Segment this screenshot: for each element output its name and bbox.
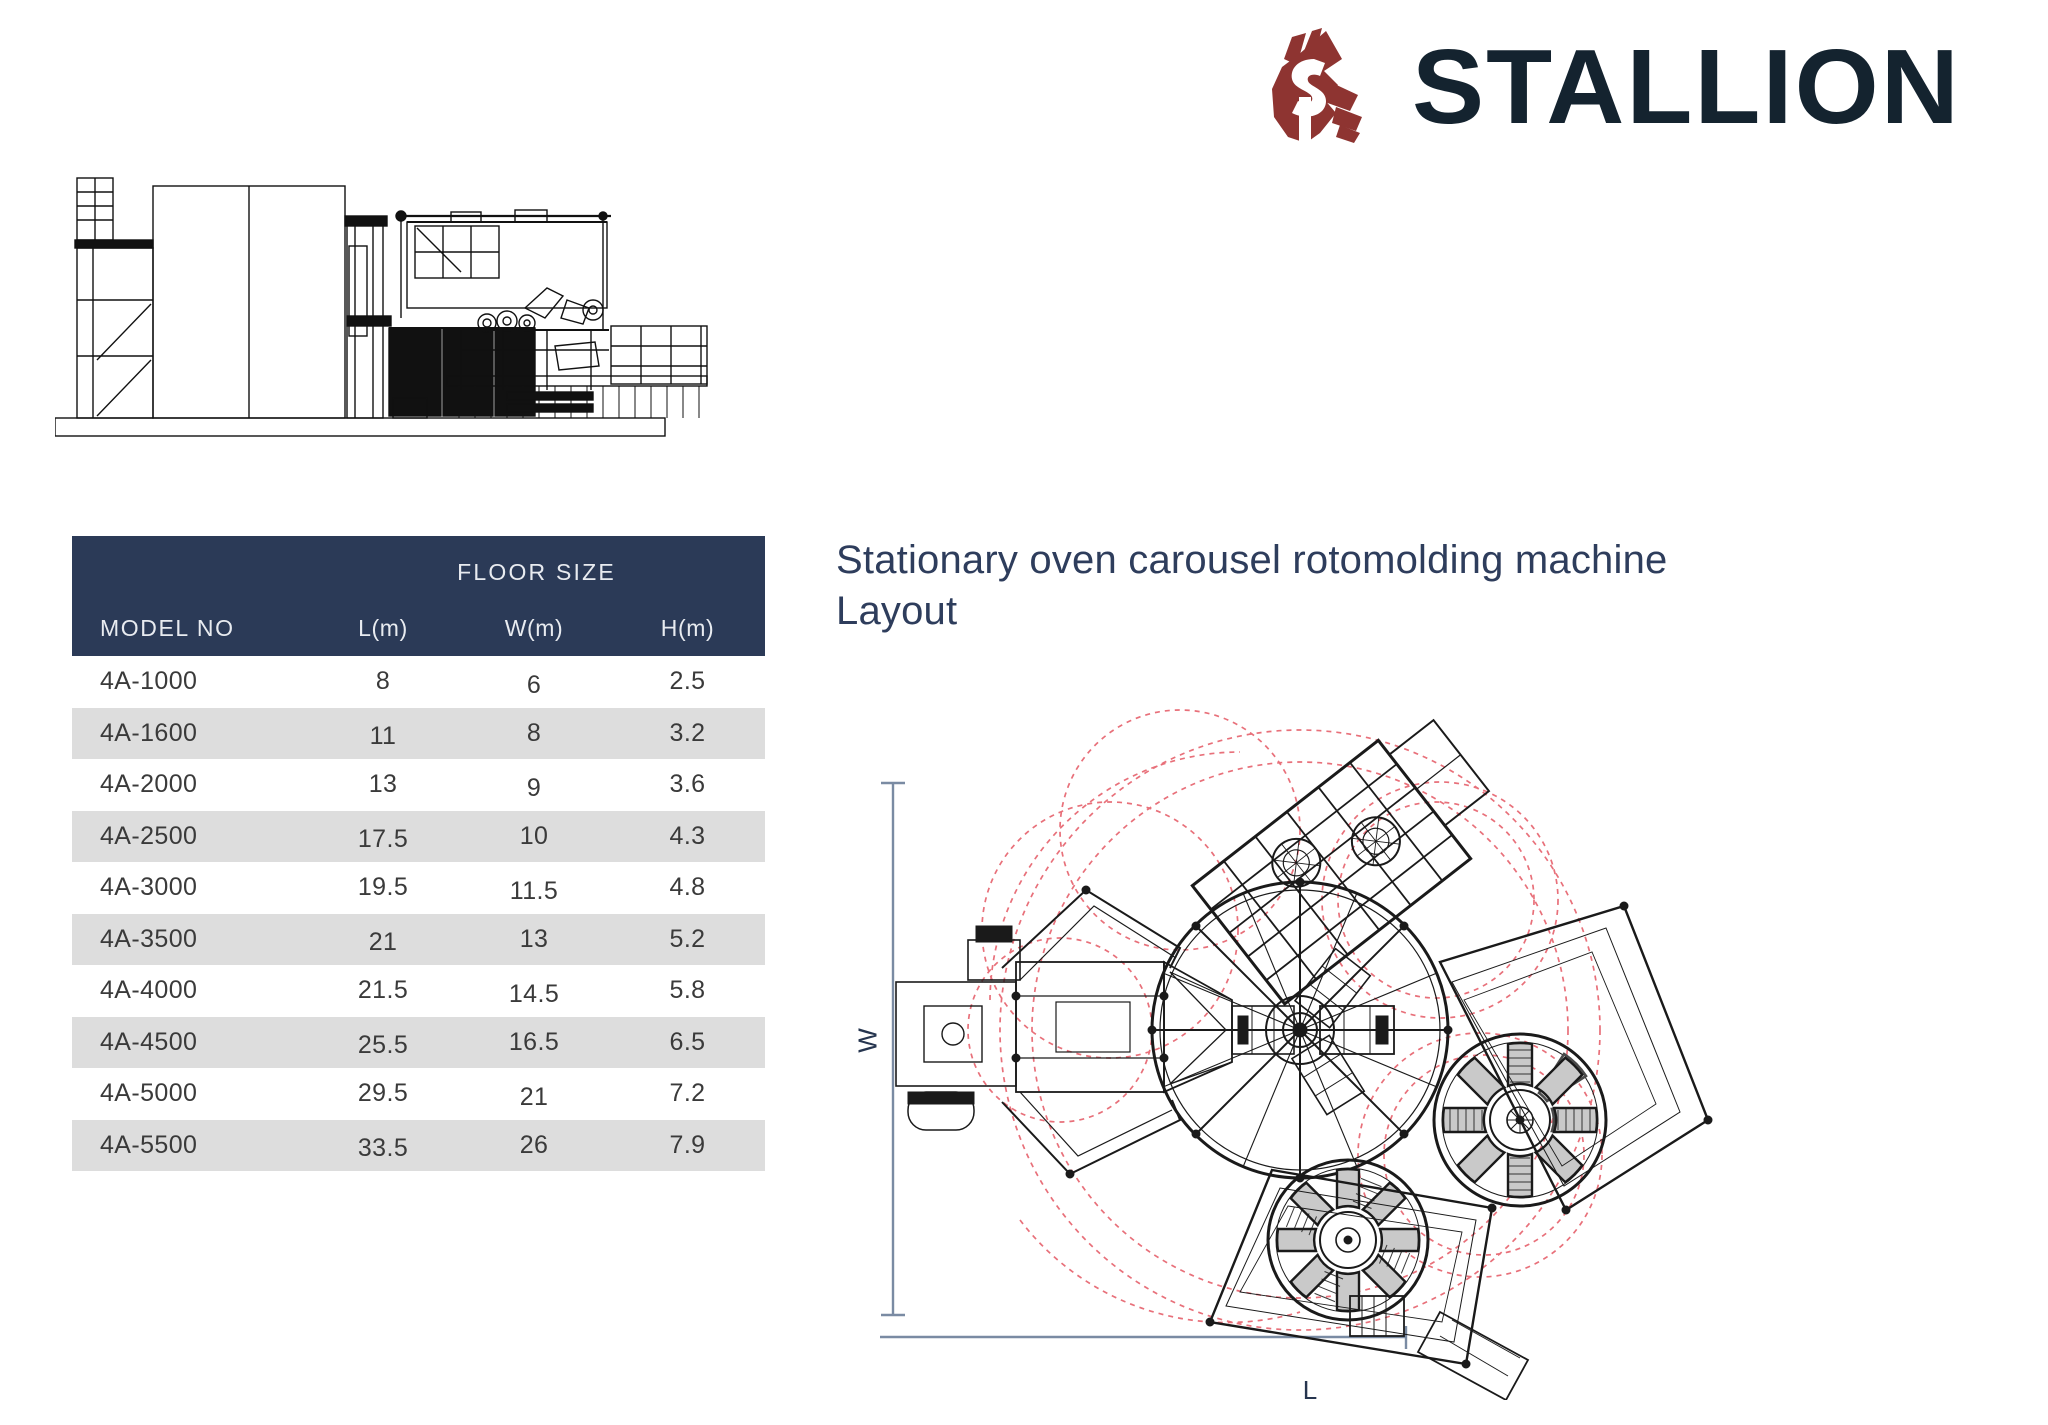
charge-station [895,885,1295,1179]
brand-logo: STALLION [1262,22,2032,152]
cell-model-no: 4A-1000 [100,667,198,696]
cell-height: 4.8 [669,873,706,902]
cell-height: 2.5 [669,667,706,696]
cell-model-no: 4A-2500 [100,821,198,850]
cell-length: 17.5 [357,825,409,854]
column-header-width: W(m) [458,600,610,656]
cell-width: 6 [526,670,542,699]
cell-model-no: 4A-3500 [100,924,198,953]
cooling-bay [1190,718,1491,1007]
column-header-length: L(m) [308,600,458,656]
floor-size-table: FLOOR SIZE MODEL NO L(m) W(m) H(m) 4A-10… [72,536,766,1171]
cell-model-no: 4A-5000 [100,1079,198,1108]
cell-length: 25.5 [357,1031,409,1060]
table-row: 4A-2500 17.5 10 4.3 [72,810,766,862]
cell-model-no: 4A-5500 [100,1130,198,1159]
section-title: Stationary oven carousel rotomolding mac… [836,538,1668,634]
column-header-height: H(m) [610,600,766,656]
table-row: 4A-4500 25.5 16.5 6.5 [72,1016,766,1068]
cell-length: 19.5 [357,873,409,902]
carousel-hub [1147,877,1453,1183]
table-group-header-row: FLOOR SIZE [72,536,766,600]
group-header-floor-size: FLOOR SIZE [308,536,766,600]
cell-width: 9 [526,773,542,802]
group-header-spacer [72,536,308,600]
hub-carriages [1290,947,1395,1116]
cell-height: 7.9 [669,1130,706,1159]
cell-model-no: 4A-4000 [100,976,198,1005]
mold-wheel-right [1432,1032,1608,1208]
table-head: FLOOR SIZE MODEL NO L(m) W(m) H(m) [72,536,766,656]
cell-width: 14.5 [508,979,560,1008]
cell-width: 16.5 [508,1027,560,1056]
machine-elevation-drawing [55,177,708,437]
cell-length: 21 [368,928,398,957]
brand-wordmark: STALLION [1412,28,1961,146]
table-row: 4A-5500 33.5 26 7.9 [72,1119,766,1171]
cell-height: 3.6 [669,770,706,799]
cell-model-no: 4A-1600 [100,718,198,747]
cell-width: 26 [519,1130,549,1159]
cell-width: 21 [519,1082,549,1111]
cell-width: 10 [519,821,549,850]
cell-width: 8 [526,718,542,747]
dimension-lines [880,781,1408,1349]
dimension-label-l: L [1302,1375,1318,1405]
table-row: 4A-3000 19.5 11.5 4.8 [72,862,766,914]
table-row: 4A-1000 8 6 2.5 [72,656,766,708]
dimension-label-w: W [852,1028,883,1053]
cell-model-no: 4A-2000 [100,770,198,799]
table-column-header-row: MODEL NO L(m) W(m) H(m) [72,600,766,656]
column-header-model-no: MODEL NO [72,600,308,656]
cell-length: 11 [369,722,397,751]
table-row: 4A-4000 21.5 14.5 5.8 [72,965,766,1017]
table-row: 4A-3500 21 13 5.2 [72,913,766,965]
cell-length: 8 [375,667,391,696]
oven-chambers [1205,901,1713,1400]
cell-width: 13 [519,924,549,953]
table-row: 4A-1600 11 8 3.2 [72,707,766,759]
cell-height: 3.2 [669,718,706,747]
cell-height: 5.8 [669,976,706,1005]
cell-width: 11.5 [509,876,559,905]
carousel-plan-drawing [880,709,1713,1400]
cell-length: 13 [368,770,398,799]
cell-model-no: 4A-3000 [100,873,198,902]
cell-length: 21.5 [357,976,409,1005]
table-row: 4A-5000 29.5 21 7.2 [72,1068,766,1120]
mold-wheel-lower [1266,1158,1430,1322]
cell-height: 7.2 [669,1079,706,1108]
stallion-horse-head-icon [1272,28,1362,145]
cell-length: 29.5 [357,1079,409,1108]
cell-model-no: 4A-4500 [100,1027,198,1056]
cell-height: 4.3 [669,821,706,850]
cell-height: 5.2 [669,924,706,953]
table-row: 4A-2000 13 9 3.6 [72,759,766,811]
cell-height: 6.5 [669,1027,706,1056]
cell-length: 33.5 [357,1134,409,1163]
